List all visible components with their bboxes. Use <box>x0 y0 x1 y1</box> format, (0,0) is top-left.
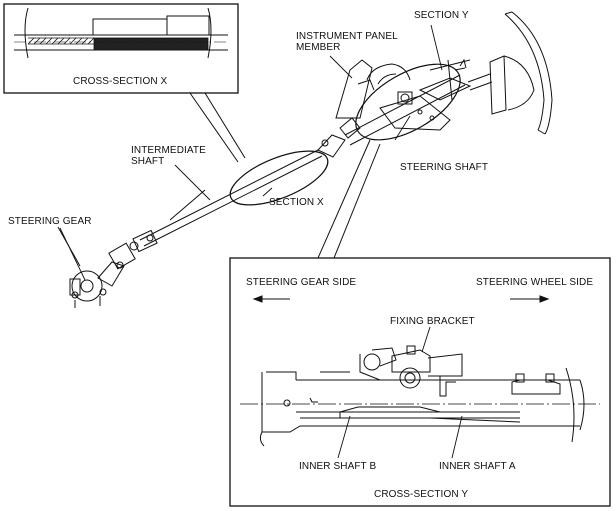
leader-lines <box>59 24 443 281</box>
label-fixing-bracket: FIXING BRACKET <box>390 316 475 327</box>
label-cross-section-x: CROSS-SECTION X <box>73 76 168 87</box>
label-steering-gear: STEERING GEAR <box>8 216 92 227</box>
section-y-ellipse <box>355 63 461 141</box>
callout-line-y-1 <box>317 139 371 259</box>
section-x-ellipse <box>229 150 329 206</box>
label-intermediate-shaft: INTERMEDIATE SHAFT <box>131 145 206 167</box>
label-steering-shaft: STEERING SHAFT <box>400 162 489 173</box>
label-inner-shaft-a: INNER SHAFT A <box>439 461 516 472</box>
callout-line-x-2 <box>204 92 246 159</box>
leader-lines-y <box>337 326 463 459</box>
steering-gear-drawing <box>57 226 158 308</box>
label-instrument-panel-member: INSTRUMENT PANEL MEMBER <box>296 31 398 53</box>
label-section-x: SECTION X <box>269 197 324 208</box>
callout-line-x-1 <box>189 92 239 163</box>
label-section-y: SECTION Y <box>414 10 469 21</box>
cross-section-y-inset <box>229 257 611 507</box>
label-steering-gear-side: STEERING GEAR SIDE <box>246 277 357 288</box>
label-cross-section-y: CROSS-SECTION Y <box>374 489 469 500</box>
callout-line-y-2 <box>333 143 381 259</box>
steering-column-drawing <box>317 11 553 158</box>
cross-section-x-inset <box>3 3 239 94</box>
label-steering-wheel-side: STEERING WHEEL SIDE <box>476 277 594 288</box>
label-inner-shaft-b: INNER SHAFT B <box>299 461 377 472</box>
